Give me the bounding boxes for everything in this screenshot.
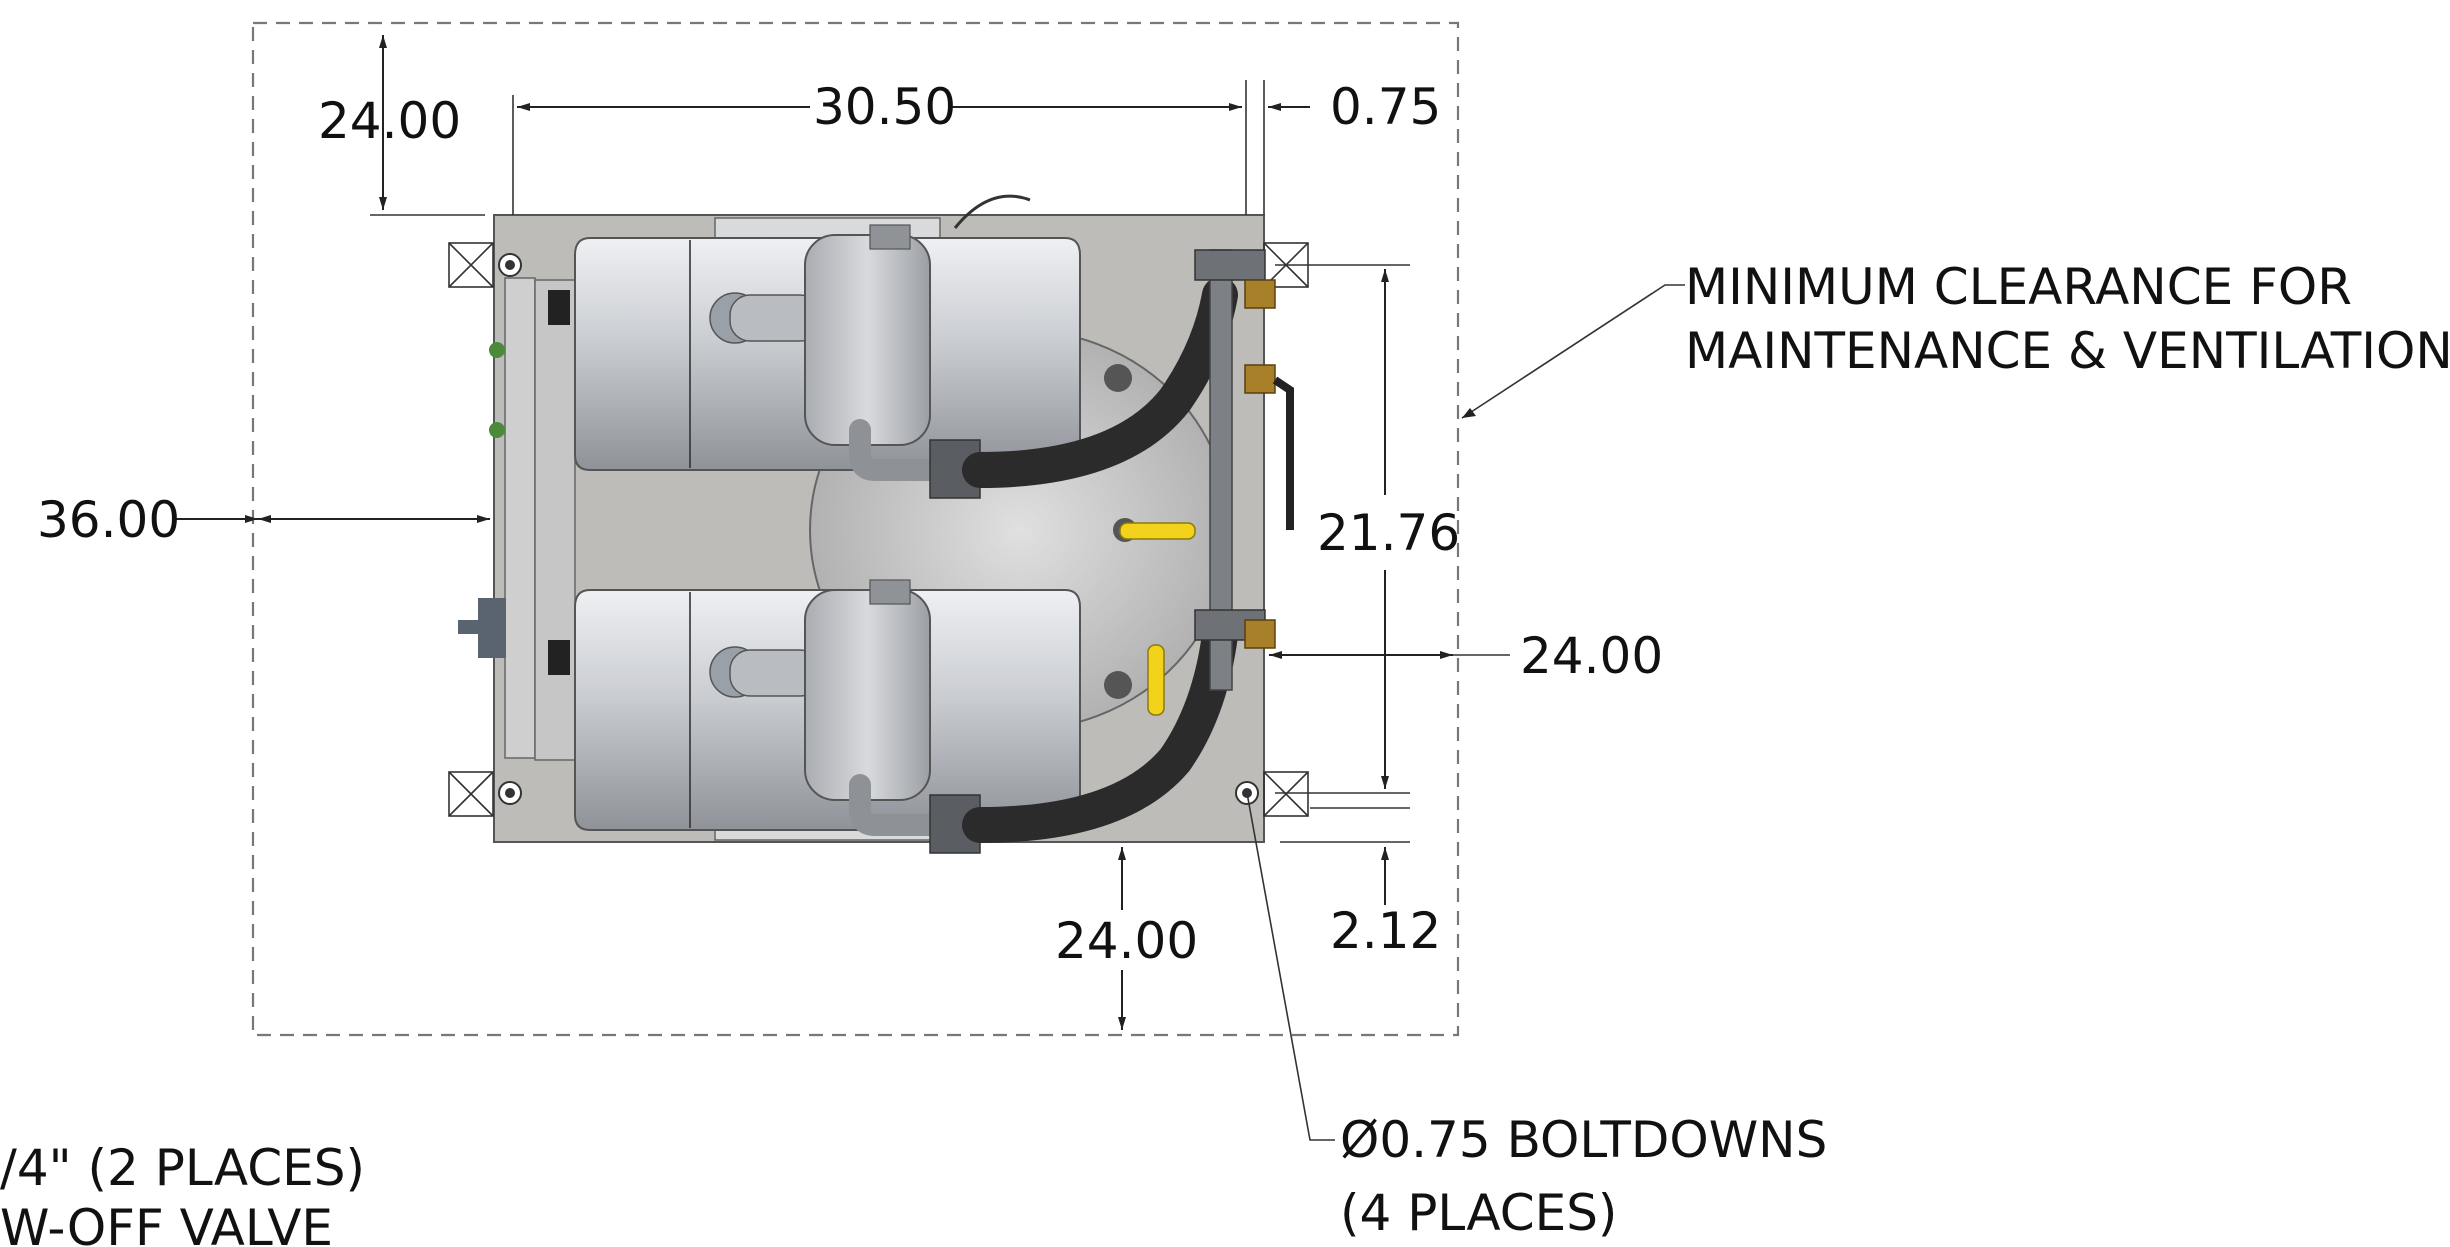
brass-fitting (1244, 619, 1276, 649)
dim-side-clearance: 36.00 (37, 491, 180, 549)
dim-edge-offset: 0.75 (1330, 78, 1441, 136)
indicator-light-green (489, 422, 505, 438)
note-boltdown-line2: (4 PLACES) (1340, 1184, 1617, 1242)
dim-bolt-spacing: 21.76 (1317, 504, 1460, 562)
clearance-envelope (251, 21, 1460, 1037)
pump-unit-bottom (548, 579, 1081, 854)
control-box (534, 279, 576, 761)
valve-handle-yellow (1119, 522, 1196, 540)
dome-port (1104, 364, 1132, 392)
note-clearance-line1: MINIMUM CLEARANCE FOR (1685, 258, 2352, 316)
dim-right-clearance: 24.00 (1520, 627, 1663, 685)
manifold-fitting (1194, 249, 1266, 281)
dim-bottom-clearance: 24.00 (1055, 912, 1198, 970)
valve-handle-black (1272, 376, 1294, 530)
note-partial-line2: W-OFF VALVE (0, 1199, 333, 1247)
valve-handle-yellow (1147, 644, 1165, 716)
indicator-light-green (489, 342, 505, 358)
note-boltdown-line1: Ø0.75 BOLTDOWNS (1340, 1111, 1827, 1169)
bolt-pad-bottom-left (448, 771, 522, 817)
disconnect-handle (458, 620, 482, 634)
dome-port (1104, 671, 1132, 699)
dim-overall-width: 30.50 (813, 78, 956, 136)
dim-top-clearance: 24.00 (318, 92, 461, 150)
brass-fitting (1244, 364, 1276, 394)
pump-unit-top (548, 194, 1081, 499)
bolt-pad-top-left (448, 242, 522, 288)
brass-fitting (1244, 279, 1276, 309)
control-panel (504, 277, 536, 759)
note-clearance-line2: MAINTENANCE & VENTILATION (1685, 322, 2450, 380)
note-partial-line1: /4" (2 PLACES) (0, 1139, 365, 1197)
disconnect-switch (478, 598, 506, 658)
dim-bottom-offset: 2.12 (1330, 902, 1441, 960)
